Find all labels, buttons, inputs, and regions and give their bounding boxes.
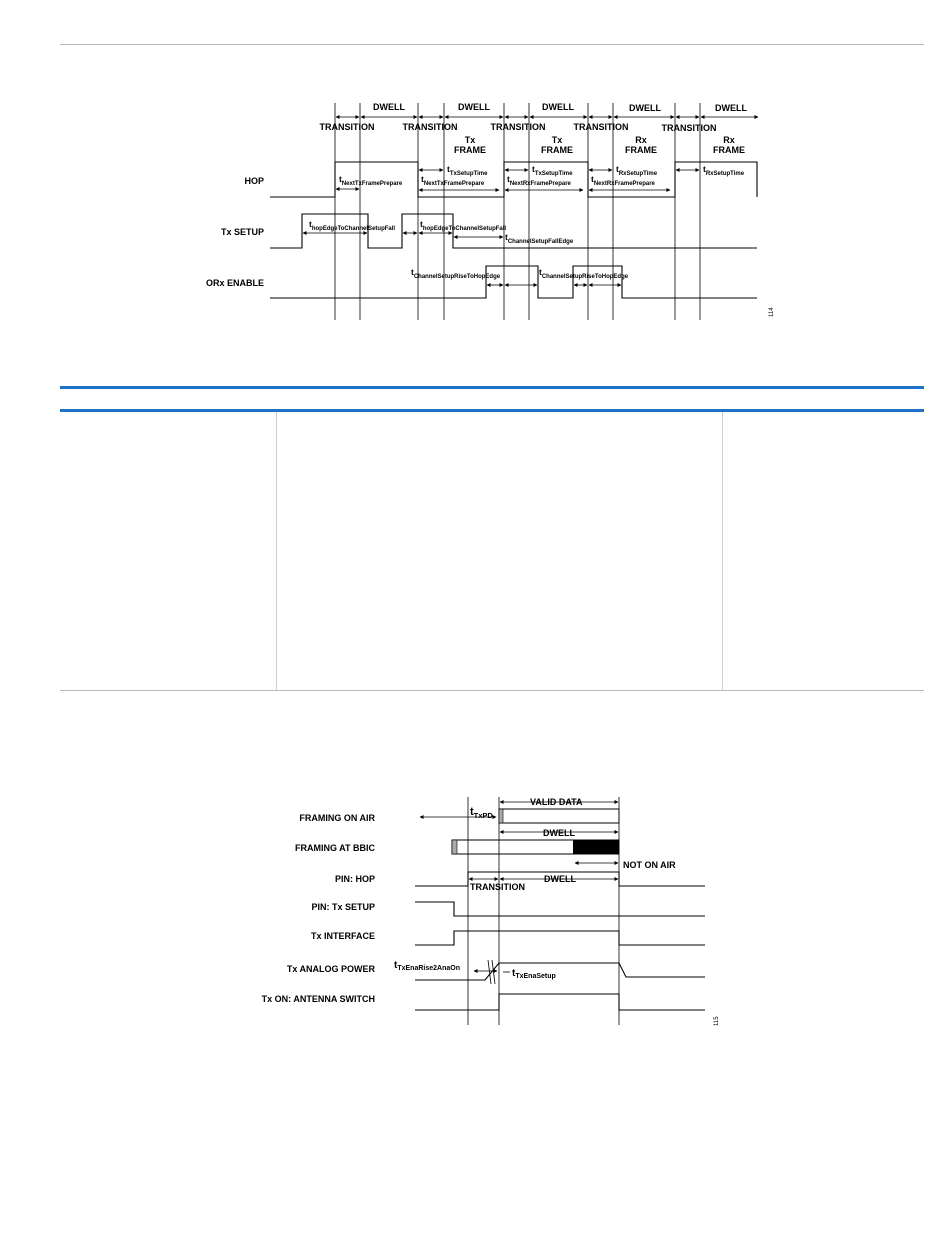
transition-label: TRANSITION — [491, 122, 546, 132]
dwell-label: DWELL — [542, 102, 574, 112]
t-rx-setup-time: tRxSetupTime — [703, 164, 745, 177]
t-next-rx-frame-prepare: tNextRxFramePrepare — [591, 174, 656, 187]
transition-label: TRANSITION — [574, 122, 629, 132]
pin-hop-waveform — [415, 871, 705, 887]
tx-frame-label: Tx — [465, 135, 476, 145]
framing-at-bbic-off-air — [573, 840, 619, 854]
t-channel-setup-rise-to-hop-edge: tChannelSetupRiseToHopEdge — [539, 267, 629, 280]
framing-on-air-marker — [498, 808, 504, 824]
figure-id: 114 — [769, 307, 775, 317]
table-header-rule — [60, 409, 924, 412]
framing-at-bbic-marker — [451, 839, 458, 855]
dwell-label: DWELL — [629, 103, 661, 113]
t-txena-setup: tTxEnaSetup — [512, 968, 556, 980]
timing-arrows — [302, 168, 700, 287]
t-rx-setup-time: tRxSetupTime — [616, 164, 658, 177]
t-hop-edge-to-channel-setup-fall: thopEdgeToChannelSetupFall — [309, 219, 395, 232]
framing-on-air-frame — [498, 808, 620, 824]
tx-analog-power-waveform — [415, 962, 705, 981]
not-on-air-label: NOT ON AIR — [623, 860, 676, 870]
row-label-tx-interface: Tx INTERFACE — [311, 931, 375, 941]
dwell-label: DWELL — [544, 874, 576, 884]
rx-frame-label: FRAME — [713, 145, 745, 155]
t-hop-edge-to-channel-setup-fall: thopEdgeToChannelSetupFall — [420, 219, 506, 232]
row-label-framing-at-bbic: FRAMING AT BBIC — [295, 843, 375, 853]
row-label-pin-hop: PIN: HOP — [335, 874, 375, 884]
row-label-orx-enable: ORx ENABLE — [206, 278, 264, 288]
dwell-label: DWELL — [373, 102, 405, 112]
t-channel-setup-rise-to-hop-edge: tChannelSetupRiseToHopEdge — [411, 267, 501, 280]
figure-id: 115 — [714, 1016, 720, 1026]
table-bottom-rule — [60, 690, 924, 691]
rx-frame-label: Rx — [723, 135, 735, 145]
t-tx-setup-time: tTxSetupTime — [532, 164, 573, 177]
row-label-tx-setup: Tx SETUP — [221, 227, 264, 237]
rx-frame-label: Rx — [635, 135, 647, 145]
transition-label: TRANSITION — [403, 122, 458, 132]
dwell-label: DWELL — [543, 828, 575, 838]
t-txena-rise2anaon: tTxEnaRise2AnaOn — [394, 960, 460, 972]
rx-frame-label: FRAME — [625, 145, 657, 155]
dwell-label: DWELL — [715, 103, 747, 113]
t-next-tx-frame-prepare: tNextTxFramePrepare — [339, 174, 403, 187]
transition-label: TRANSITION — [320, 122, 375, 132]
row-label-hop: HOP — [244, 176, 264, 186]
tx-interface-waveform — [415, 930, 705, 946]
tx-frame-label: FRAME — [454, 145, 486, 155]
table-column-divider — [276, 412, 277, 690]
break-marks — [487, 959, 496, 985]
tx-frame-label: Tx — [552, 135, 563, 145]
row-label-pin-tx-setup: PIN: Tx SETUP — [311, 902, 375, 912]
segment-arrows — [419, 800, 619, 973]
t-txpd: tTxPD — [470, 806, 493, 820]
t-channel-setup-fall-edge: tChannelSetupFallEdge — [505, 232, 574, 245]
t-tx-setup-time: tTxSetupTime — [447, 164, 488, 177]
table-top-rule — [60, 386, 924, 389]
t-next-rx-frame-prepare: tNextRxFramePrepare — [507, 174, 572, 187]
hop-waveform — [270, 161, 758, 198]
table-column-divider — [722, 412, 723, 690]
row-label-framing-on-air: FRAMING ON AIR — [299, 813, 375, 823]
valid-data-label: VALID DATA — [530, 797, 583, 807]
orx-enable-waveform — [270, 265, 757, 299]
row-label-tx-on-antenna-switch: Tx ON: ANTENNA SWITCH — [262, 994, 375, 1004]
tx-frame-label: FRAME — [541, 145, 573, 155]
figure-hop-timing: DWELL DWELL DWELL DWELL DWELL TRANSITION… — [206, 102, 775, 320]
row-label-tx-analog-power: Tx ANALOG POWER — [287, 964, 376, 974]
reference-lines — [467, 797, 620, 1025]
tx-setup-waveform — [270, 213, 757, 249]
dwell-label: DWELL — [458, 102, 490, 112]
transition-label: TRANSITION — [470, 882, 525, 892]
t-next-tx-frame-prepare: tNextTxFramePrepare — [421, 174, 485, 187]
pin-tx-setup-waveform — [415, 901, 705, 917]
tx-on-antenna-switch-waveform — [415, 993, 705, 1011]
header-rule — [60, 44, 924, 45]
transition-label: TRANSITION — [662, 123, 717, 133]
figure-tx-timing: FRAMING ON AIR FRAMING AT BBIC PIN: HOP … — [262, 797, 720, 1026]
